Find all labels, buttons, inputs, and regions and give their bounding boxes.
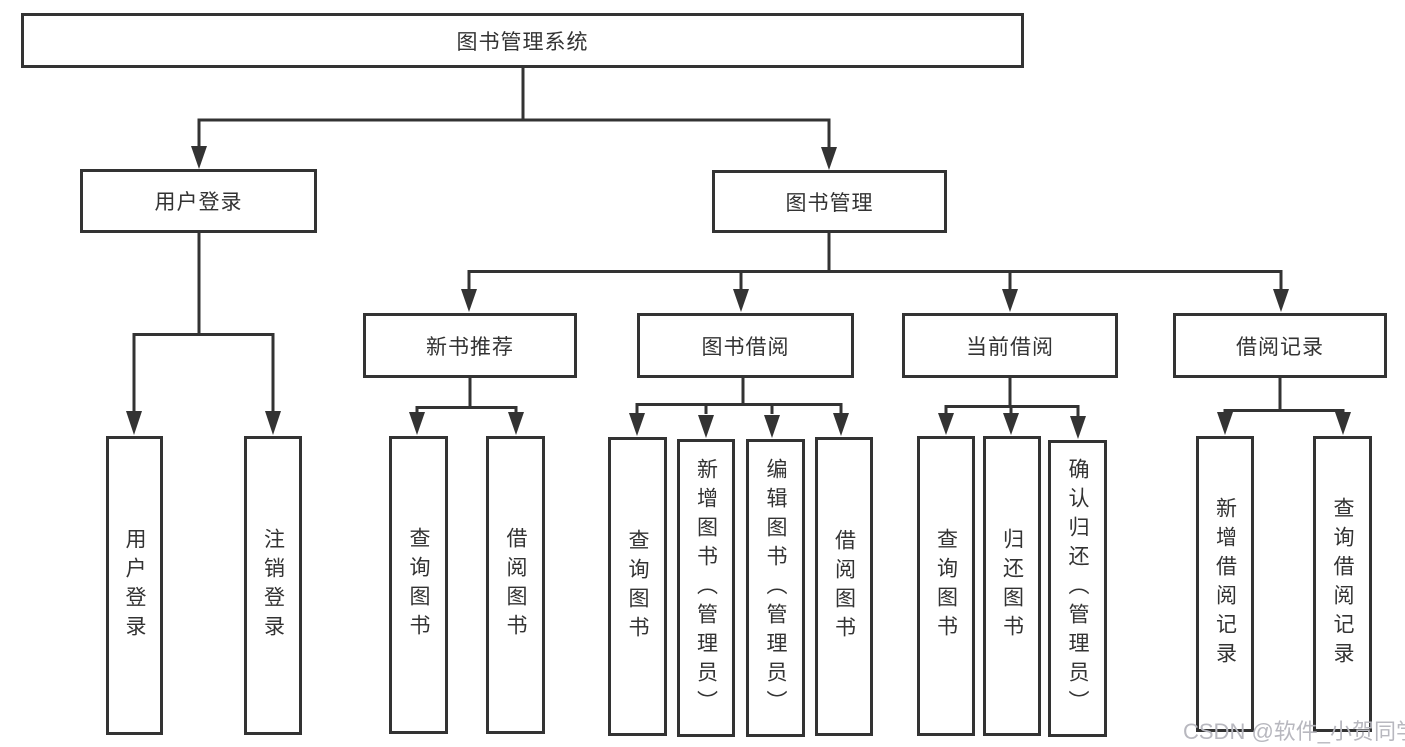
leaf-br-add-record-label: 新增借阅记录	[1213, 497, 1237, 671]
leaf-bb-query-book: 查询图书	[608, 437, 667, 736]
leaf-cb-query-book: 查询图书	[917, 436, 975, 736]
node-current-borrow: 当前借阅	[902, 313, 1118, 378]
node-borrow-record: 借阅记录	[1173, 313, 1387, 378]
leaf-user-login-label: 用户登录	[123, 527, 146, 644]
node-user-login-label: 用户登录	[154, 191, 243, 214]
leaf-br-add-record: 新增借阅记录	[1196, 436, 1254, 732]
leaf-logout: 注销登录	[244, 436, 302, 735]
leaf-br-query-record: 查询借阅记录	[1313, 436, 1372, 732]
leaf-bb-add-book-label: 新增图书（管理员）	[694, 457, 718, 719]
leaf-bb-edit-book: 编辑图书（管理员）	[746, 439, 805, 737]
node-borrow-record-label: 借阅记录	[1236, 335, 1324, 359]
leaf-nb-borrow-book-label: 借阅图书	[504, 527, 527, 643]
leaf-nb-query-book-label: 查询图书	[407, 527, 430, 643]
node-new-book-recommend-label: 新书推荐	[426, 335, 514, 359]
leaf-bb-add-book: 新增图书（管理员）	[677, 439, 735, 737]
leaf-bb-borrow-book: 借阅图书	[815, 437, 873, 736]
leaf-br-query-record-label: 查询借阅记录	[1331, 497, 1354, 671]
leaf-cb-confirm-return: 确认归还（管理员）	[1048, 440, 1107, 737]
csdn-watermark: CSDN @软件_小贺同学	[1183, 719, 1405, 744]
leaf-nb-query-book: 查询图书	[389, 436, 448, 734]
leaf-bb-edit-book-label: 编辑图书（管理员）	[764, 457, 787, 719]
leaf-user-login: 用户登录	[106, 436, 163, 735]
node-root: 图书管理系统	[21, 13, 1024, 68]
leaf-cb-query-book-label: 查询图书	[934, 528, 958, 644]
arrowheads	[126, 146, 1351, 439]
leaf-bb-query-book-label: 查询图书	[626, 528, 649, 645]
node-book-management-label: 图书管理	[785, 191, 874, 215]
leaf-cb-return-book: 归还图书	[983, 436, 1041, 736]
node-user-login: 用户登录	[80, 169, 317, 233]
node-current-borrow-label: 当前借阅	[966, 335, 1054, 359]
leaf-logout-label: 注销登录	[261, 527, 285, 644]
leaf-bb-borrow-book-label: 借阅图书	[832, 528, 856, 645]
leaf-cb-confirm-return-label: 确认归还（管理员）	[1066, 458, 1089, 719]
leaf-cb-return-book-label: 归还图书	[1000, 528, 1024, 644]
node-book-borrow-label: 图书借阅	[701, 335, 790, 359]
node-new-book-recommend: 新书推荐	[363, 313, 577, 378]
node-book-borrow: 图书借阅	[637, 313, 854, 378]
leaf-nb-borrow-book: 借阅图书	[486, 436, 545, 734]
node-root-label: 图书管理系统	[456, 30, 589, 54]
node-book-management: 图书管理	[712, 170, 947, 233]
